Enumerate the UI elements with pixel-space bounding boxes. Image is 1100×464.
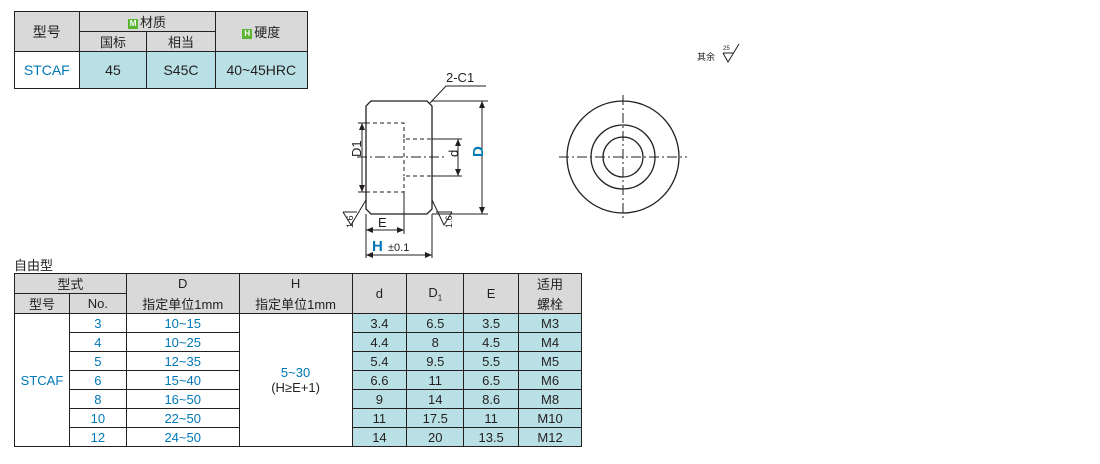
row-d1: 9.5: [406, 351, 465, 371]
row-d1: 17.5: [406, 408, 465, 428]
row-bolt: M3: [518, 313, 582, 333]
row-e: 4.5: [463, 332, 520, 352]
material-tag-icon: M: [128, 19, 139, 29]
row-no: 3: [68, 313, 127, 333]
material-cn-std: 45: [78, 51, 148, 89]
row-e: 13.5: [463, 427, 520, 447]
spec-model: STCAF: [14, 313, 70, 447]
h-tolerance: ±0.1: [388, 242, 409, 254]
header-d-unit: 指定单位1mm: [125, 293, 240, 314]
row-small-d: 3.4: [351, 313, 408, 333]
header-h: H: [238, 273, 353, 294]
header-equiv: 相当: [146, 31, 216, 52]
header-no: No.: [68, 293, 127, 314]
row-e: 6.5: [463, 370, 520, 390]
header-bolt-1: 适用: [518, 273, 582, 294]
chamfer-label: 2-C1: [446, 70, 474, 85]
d1-label: D1: [349, 140, 364, 157]
material-hardness: 40~45HRC: [214, 51, 309, 89]
row-d1: 8: [406, 332, 465, 352]
hidden-lines: [366, 122, 432, 193]
row-d1: 20: [406, 427, 465, 447]
header-model: 型号: [14, 293, 70, 314]
row-d1: 11: [406, 370, 465, 390]
header-type: 型式: [14, 273, 127, 294]
header-e: E: [463, 273, 520, 314]
table-row: 12 24~50 14 20 13.5 M12: [15, 427, 582, 447]
row-bolt: M10: [518, 408, 582, 428]
table-row: STCAF 3 10~15 5~30(H≥E+1) 3.4 6.5 3.5 M3: [14, 313, 582, 447]
row-d-range: 15~40: [125, 370, 240, 390]
row-no: 6: [68, 370, 127, 390]
header-d1: D1: [406, 273, 465, 314]
hardness-tag-icon: H: [242, 29, 253, 39]
row-e: 11: [463, 408, 520, 428]
header-d1-main: D: [428, 284, 438, 300]
row-bolt: M12: [518, 427, 582, 447]
row-small-d: 9: [351, 389, 408, 409]
material-equiv: S45C: [146, 51, 216, 89]
row-d-range: 12~35: [125, 351, 240, 371]
row-small-d: 5.4: [351, 351, 408, 371]
row-d-range: 10~25: [125, 332, 240, 352]
header-d-range: D: [125, 273, 240, 294]
part-front-view: [559, 95, 687, 219]
surface-note: 其余: [697, 51, 715, 62]
row-no: 10: [68, 408, 127, 428]
section-label: 自由型: [14, 258, 54, 273]
header-cn-std: 国标: [78, 31, 148, 52]
row-bolt: M6: [518, 370, 582, 390]
row-e: 3.5: [463, 313, 520, 333]
roughness-left: 1.6: [345, 215, 355, 228]
row-bolt: M8: [518, 389, 582, 409]
row-d1: 6.5: [406, 313, 465, 333]
roughness-right: 1.6: [444, 215, 454, 228]
row-e: 5.5: [463, 351, 520, 371]
row-small-d: 6.6: [351, 370, 408, 390]
small-d-label: d: [446, 150, 461, 157]
header-material-label: 材质: [140, 15, 167, 30]
surface-note-value: 25: [723, 46, 730, 52]
header-model: 型号: [14, 11, 80, 52]
table-row: 5 12~35 5.4 9.5 5.5 M5: [15, 351, 582, 371]
big-d-label: D: [470, 146, 487, 157]
h-label: H: [372, 238, 383, 255]
header-hardness-label: 硬度: [254, 25, 281, 40]
row-d-range: 24~50: [125, 427, 240, 447]
row-d-range: 22~50: [125, 408, 240, 428]
header-bolt-2: 螺栓: [518, 293, 582, 314]
part-side-view: [365, 100, 433, 215]
row-no: 12: [68, 427, 127, 447]
row-bolt: M5: [518, 351, 582, 371]
row-d-range: 16~50: [125, 389, 240, 409]
row-d1: 14: [406, 389, 465, 409]
row-no: 8: [68, 389, 127, 409]
dimension-arrows: [359, 101, 485, 258]
h-condition: (H≥E+1): [271, 380, 320, 395]
h-range: 5~30: [280, 365, 311, 380]
row-e: 8.6: [463, 389, 520, 409]
e-label: E: [378, 215, 387, 230]
row-d-range: 10~15: [125, 313, 240, 333]
row-small-d: 11: [351, 408, 408, 428]
row-no: 4: [68, 332, 127, 352]
header-d1-sub: 1: [437, 293, 443, 303]
h-range-cell: 5~30(H≥E+1): [238, 313, 353, 447]
row-no: 5: [68, 351, 127, 371]
row-small-d: 4.4: [351, 332, 408, 352]
header-h-unit: 指定单位1mm: [238, 293, 353, 314]
material-model: STCAF: [14, 51, 80, 89]
header-small-d: d: [351, 273, 408, 314]
row-bolt: M4: [518, 332, 582, 352]
row-small-d: 14: [351, 427, 408, 447]
spec-table: 型式 D H d D1 E 适用 型号 No. 指定单位1mm 指定单位1mm …: [14, 273, 582, 447]
